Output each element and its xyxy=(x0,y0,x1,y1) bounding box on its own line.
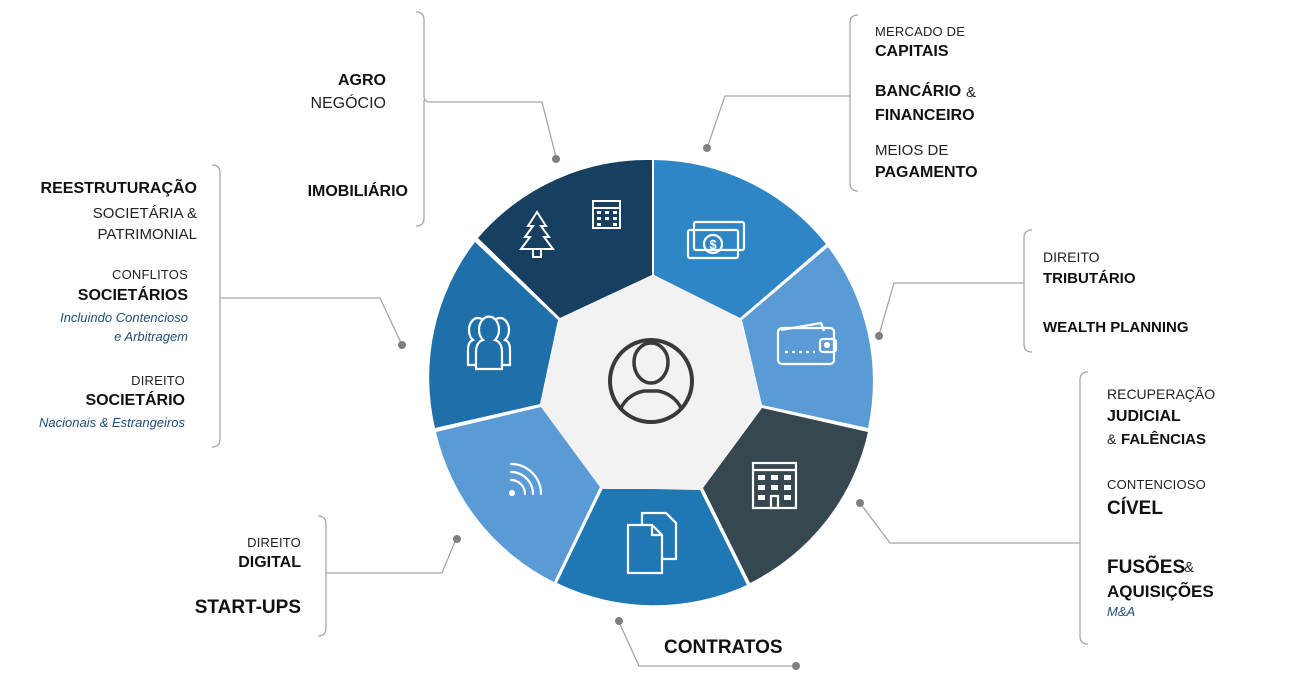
label-wealth-planning: WEALTH PLANNING xyxy=(1043,319,1189,336)
label-incluindo-contencioso: Incluindo Contencioso xyxy=(60,310,188,325)
wallet-icon xyxy=(776,321,838,366)
people-group-icon xyxy=(466,315,512,371)
documents-icon xyxy=(626,511,678,575)
label-negocio: NEGÓCIO xyxy=(310,95,386,112)
label-bancario-amp: & xyxy=(966,84,977,101)
office-building-icon xyxy=(751,461,798,510)
segment-digital xyxy=(436,407,600,582)
label-digital: DIGITAL xyxy=(238,554,301,571)
label-falencias: FALÊNCIAS xyxy=(1121,431,1207,448)
label-ma: M&A xyxy=(1107,604,1136,619)
segment-agro-imobiliario xyxy=(478,159,652,318)
label-conflitos: CONFLITOS xyxy=(112,267,188,282)
label-agro: AGRO xyxy=(338,72,386,89)
label-startups: START-UPS xyxy=(194,597,301,618)
tree-icon xyxy=(519,210,555,258)
label-contratos: CONTRATOS xyxy=(664,637,783,658)
label-contencioso: CONTENCIOSO xyxy=(1107,477,1206,492)
label-pagamento: PAGAMENTO xyxy=(875,164,978,181)
segment-mercado xyxy=(654,160,826,318)
label-meios-de: MEIOS DE xyxy=(875,142,949,159)
label-patrimonial: PATRIMONIAL xyxy=(97,226,197,243)
label-nacionais-estrangeiros: Nacionais & Estrangeiros xyxy=(39,415,185,430)
label-bancario: BANCÁRIO xyxy=(875,83,962,100)
label-imobiliario: IMOBILIÁRIO xyxy=(307,183,408,200)
label-e-arbitragem: e Arbitragem xyxy=(114,329,188,344)
label-judicial-amp: & xyxy=(1107,431,1117,447)
label-financeiro: FINANCEIRO xyxy=(875,107,975,124)
label-mercado-de: MERCADO DE xyxy=(875,24,966,39)
label-recuperacao: RECUPERAÇÃO xyxy=(1107,386,1216,402)
label-direito-digital-small: DIREITO xyxy=(247,535,301,550)
label-direito-tributario-small: DIREITO xyxy=(1043,249,1100,265)
label-fusoes-amp: & xyxy=(1184,559,1195,576)
money-icon: $ xyxy=(686,220,746,260)
label-fusoes: FUSÕES xyxy=(1107,557,1186,578)
building-icon xyxy=(592,200,621,229)
label-tributario: TRIBUTÁRIO xyxy=(1043,270,1136,287)
label-aquisicoes: AQUISIÇÕES xyxy=(1107,582,1214,601)
svg-text:$: $ xyxy=(709,237,717,252)
label-societarios: SOCIETÁRIOS xyxy=(77,287,188,304)
label-reestruturacao: REESTRUTURAÇÃO xyxy=(40,180,197,197)
person-icon xyxy=(608,338,694,424)
wifi-icon xyxy=(508,462,543,497)
label-capitais: CAPITAIS xyxy=(875,43,949,60)
label-judicial: JUDICIAL xyxy=(1107,408,1181,425)
label-direito-societario-small: DIREITO xyxy=(131,373,185,388)
connector-dots xyxy=(398,144,883,670)
segment-tributario xyxy=(742,247,873,428)
label-civel: CÍVEL xyxy=(1107,498,1163,519)
label-societaria: SOCIETÁRIA & xyxy=(92,205,197,222)
label-societario: SOCIETÁRIO xyxy=(85,392,185,409)
connector-lines xyxy=(211,11,1089,667)
